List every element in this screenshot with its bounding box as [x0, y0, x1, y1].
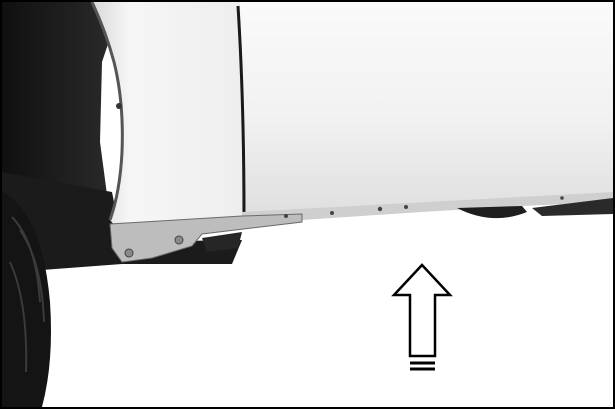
rocker-edge: [242, 192, 613, 226]
bracket-bolt-2: [174, 235, 184, 245]
tire: [2, 192, 51, 407]
up-arrow-icon: [391, 263, 453, 371]
panel-seam: [236, 5, 246, 218]
side-panel: [240, 2, 613, 220]
fender-panel: [92, 2, 242, 232]
under-bracket-shadow: [202, 232, 242, 252]
tire-tread-lines: [9, 216, 45, 373]
rocker-holes: [284, 196, 564, 218]
bracket-bolt-1: [124, 248, 134, 258]
mounting-bracket: [109, 213, 303, 263]
fender-hole: [116, 103, 122, 109]
under-rocker-part-2: [532, 198, 613, 216]
under-rocker-part-1: [457, 206, 527, 219]
